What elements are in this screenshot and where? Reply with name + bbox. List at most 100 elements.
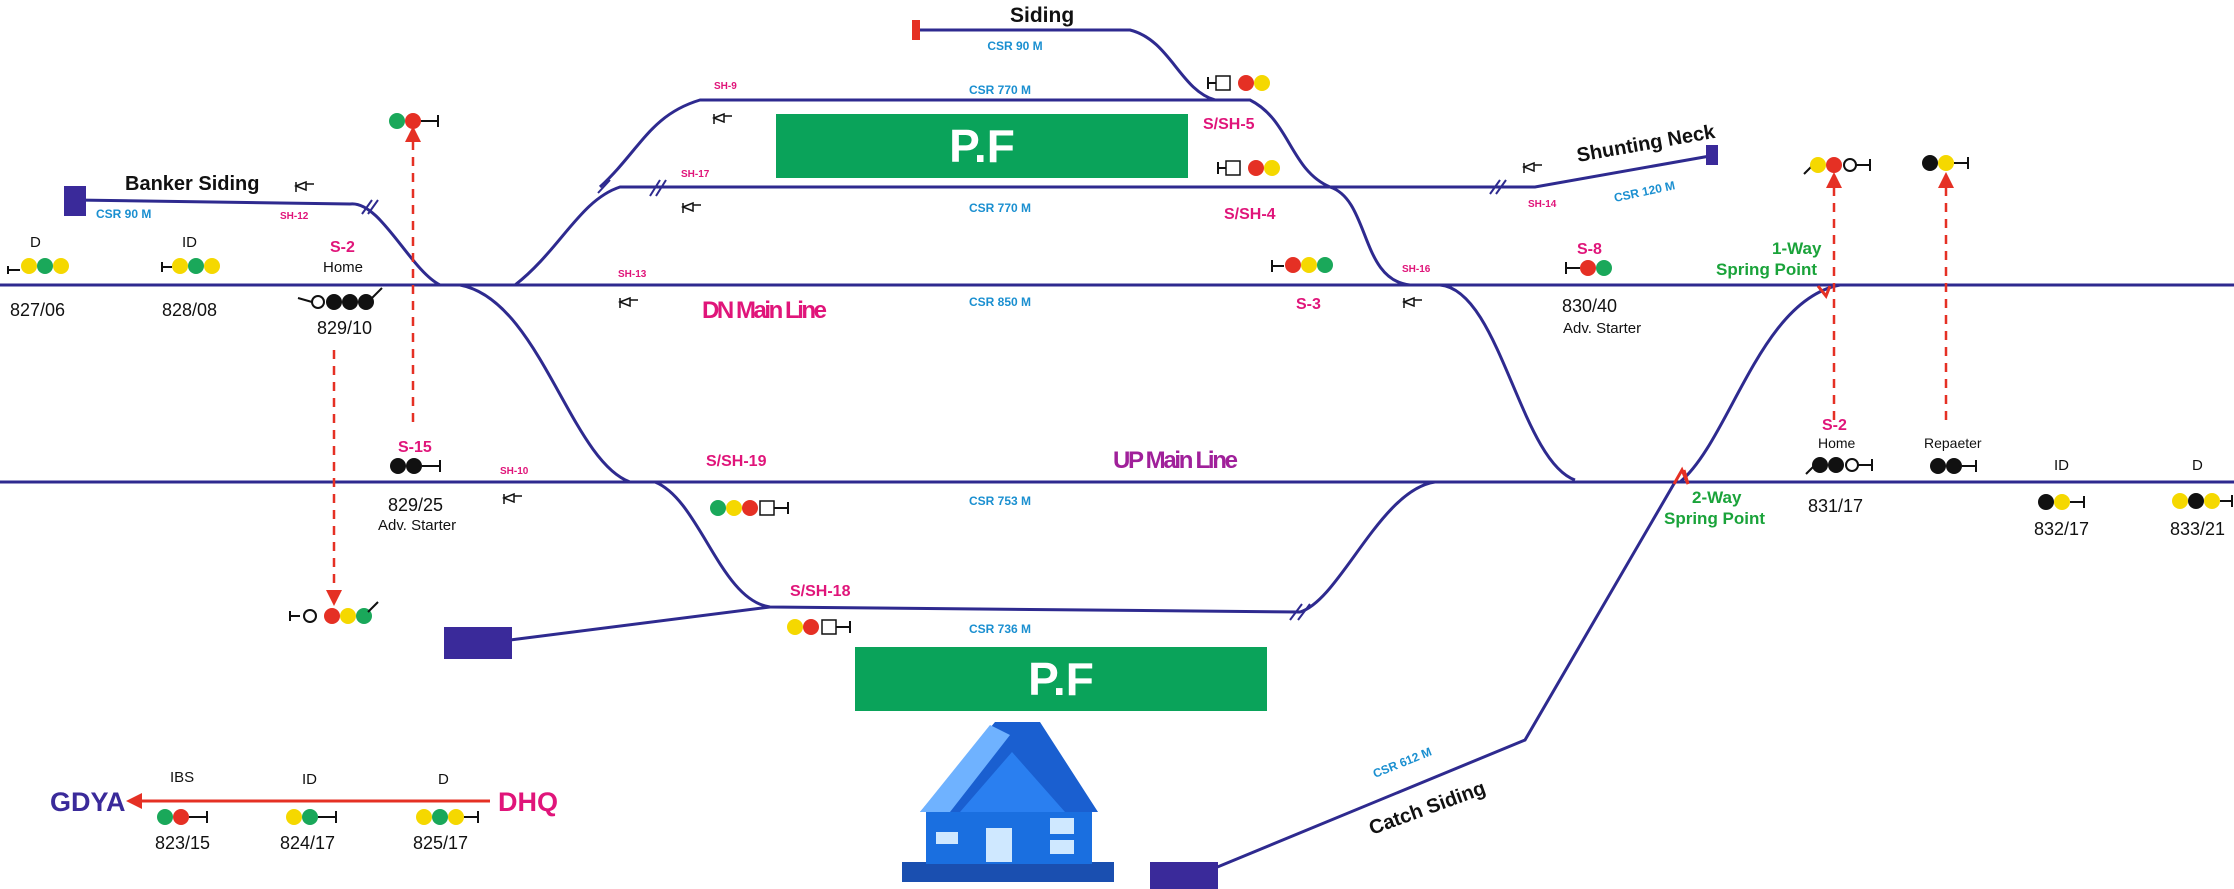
sh13-label: SH-13 bbox=[618, 269, 647, 280]
legend-signal-d bbox=[416, 809, 479, 825]
signal-ssh5 bbox=[1217, 160, 1280, 176]
signal-d-left bbox=[7, 258, 69, 274]
km-829-10: 829/10 bbox=[317, 318, 372, 338]
banker-siding-label: Banker Siding bbox=[125, 173, 259, 195]
signal-d-right bbox=[2172, 493, 2233, 509]
legend-ibs-label: IBS bbox=[170, 769, 194, 786]
sh17-label: SH-17 bbox=[681, 169, 710, 180]
signal-s15 bbox=[390, 458, 441, 474]
signal-s8 bbox=[1565, 260, 1612, 276]
signal-s2-home-left bbox=[297, 287, 383, 310]
signal-s2-home-right bbox=[1805, 457, 1873, 475]
s8-label: S-8 bbox=[1577, 241, 1602, 258]
ssh19-label: S/SH-19 bbox=[706, 453, 767, 470]
sh10-label: SH-10 bbox=[500, 466, 529, 477]
signal-ssh18 bbox=[787, 619, 851, 635]
csr-736: CSR 736 M bbox=[969, 622, 1031, 636]
sh14-label: SH-14 bbox=[1528, 199, 1557, 210]
legend-signal-id bbox=[286, 809, 337, 825]
shunt-icon-sh14 bbox=[1521, 161, 1542, 173]
csr-120: CSR 120 M bbox=[1613, 178, 1677, 205]
two-way-label-2: Spring Point bbox=[1664, 509, 1765, 528]
ssh5-label: S/SH-5 bbox=[1203, 116, 1255, 133]
d-left-label: D bbox=[30, 234, 41, 251]
legend-d-label: D bbox=[438, 771, 449, 788]
signal-top-right-1 bbox=[1803, 157, 1871, 175]
one-way-label-2: Spring Point bbox=[1716, 260, 1817, 279]
adv-starter-right-label: Adv. Starter bbox=[1563, 320, 1641, 337]
sh12-label: SH-12 bbox=[280, 211, 309, 222]
signal-repeater bbox=[1930, 458, 1977, 474]
dashed-arrows bbox=[332, 140, 1948, 592]
csr-90-banker: CSR 90 M bbox=[96, 207, 151, 221]
platform-bottom bbox=[855, 647, 1267, 711]
crossover-left-track bbox=[459, 283, 631, 484]
km-833-21: 833/21 bbox=[2170, 519, 2225, 539]
km-827-06: 827/06 bbox=[10, 300, 65, 320]
s2-right-label: S-2 bbox=[1822, 417, 1847, 434]
signal-id-right bbox=[2038, 494, 2085, 510]
csr-850: CSR 850 M bbox=[969, 295, 1031, 309]
csr-770-top: CSR 770 M bbox=[969, 83, 1031, 97]
km-828-08: 828/08 bbox=[162, 300, 217, 320]
platform-top-label: P.F bbox=[949, 120, 1015, 172]
siding-buffer bbox=[912, 20, 920, 40]
spring-connection-track bbox=[1679, 283, 1841, 484]
id-right-label: ID bbox=[2054, 457, 2069, 474]
signal-labels: S/SH-5 S/SH-4 S-3 S-8 S-2 S-2 S-15 S/SH-… bbox=[30, 81, 2203, 600]
home-left-label: Home bbox=[323, 259, 363, 276]
shunt-signal-icons bbox=[293, 112, 1542, 504]
s3-label: S-3 bbox=[1296, 296, 1321, 313]
lower-siding-track bbox=[509, 605, 771, 642]
km-832-17: 832/17 bbox=[2034, 519, 2089, 539]
shunting-neck-buffer bbox=[1706, 145, 1718, 165]
dhq-label: DHQ bbox=[498, 787, 558, 817]
one-way-spring-mark bbox=[1816, 285, 1832, 299]
top-loop-track bbox=[598, 98, 1331, 189]
shunting-neck-label: Shunting Neck bbox=[1575, 121, 1718, 167]
tracks bbox=[0, 28, 2234, 870]
legend-signal-ibs bbox=[157, 809, 208, 825]
km-824-17: 824/17 bbox=[280, 833, 335, 853]
crossover-right-track bbox=[1439, 283, 1576, 482]
sh9-label: SH-9 bbox=[714, 81, 737, 92]
shunt-icon-sh10 bbox=[501, 492, 522, 504]
km-823-15: 823/15 bbox=[155, 833, 210, 853]
home-right-label: Home bbox=[1818, 435, 1856, 451]
d-right-label: D bbox=[2192, 457, 2203, 474]
shunt-icon-sh12 bbox=[293, 180, 314, 192]
direction-arrow-head bbox=[126, 793, 142, 809]
siding-label: Siding bbox=[1010, 4, 1074, 27]
signal-top-right-2 bbox=[1922, 155, 1969, 171]
catch-siding-track bbox=[1214, 481, 1677, 870]
platform-top bbox=[776, 114, 1188, 178]
sh16-label: SH-16 bbox=[1402, 264, 1431, 275]
catch-siding-label: Catch Siding bbox=[1366, 777, 1488, 839]
direction-legend: GDYA DHQ IBS ID D 823/15 824/17 825/17 bbox=[50, 769, 558, 853]
two-way-label-1: 2-Way bbox=[1692, 488, 1742, 507]
banker-siding-track bbox=[74, 198, 441, 287]
csr-770-mid: CSR 770 M bbox=[969, 201, 1031, 215]
repeater-label: Repaeter bbox=[1924, 435, 1982, 451]
signal-s3 bbox=[1271, 257, 1333, 273]
signal-bottom-left bbox=[289, 601, 379, 624]
csr-612: CSR 612 M bbox=[1371, 745, 1434, 781]
adv-starter-left-label: Adv. Starter bbox=[378, 517, 456, 534]
s15-label: S-15 bbox=[398, 439, 432, 456]
up-main-line-label: UP Main Line bbox=[1113, 447, 1238, 474]
km-825-17: 825/17 bbox=[413, 833, 468, 853]
two-way-spring-mark bbox=[1672, 466, 1690, 485]
legend-id-label: ID bbox=[302, 771, 317, 788]
ssh4-label: S/SH-4 bbox=[1224, 206, 1276, 223]
km-829-25: 829/25 bbox=[388, 495, 443, 515]
shunting-neck-track bbox=[1290, 154, 1711, 189]
loop-line-track bbox=[514, 185, 1411, 287]
ssh18-label: S/SH-18 bbox=[790, 583, 851, 600]
break-marks bbox=[361, 179, 1507, 621]
signal-top-left-dispatch bbox=[389, 113, 439, 129]
up-loop-lower-track bbox=[654, 480, 1436, 614]
signal-id-left bbox=[161, 258, 220, 274]
shunt-icon-sh13 bbox=[617, 296, 638, 308]
platform-bottom-label: P.F bbox=[1028, 653, 1094, 705]
